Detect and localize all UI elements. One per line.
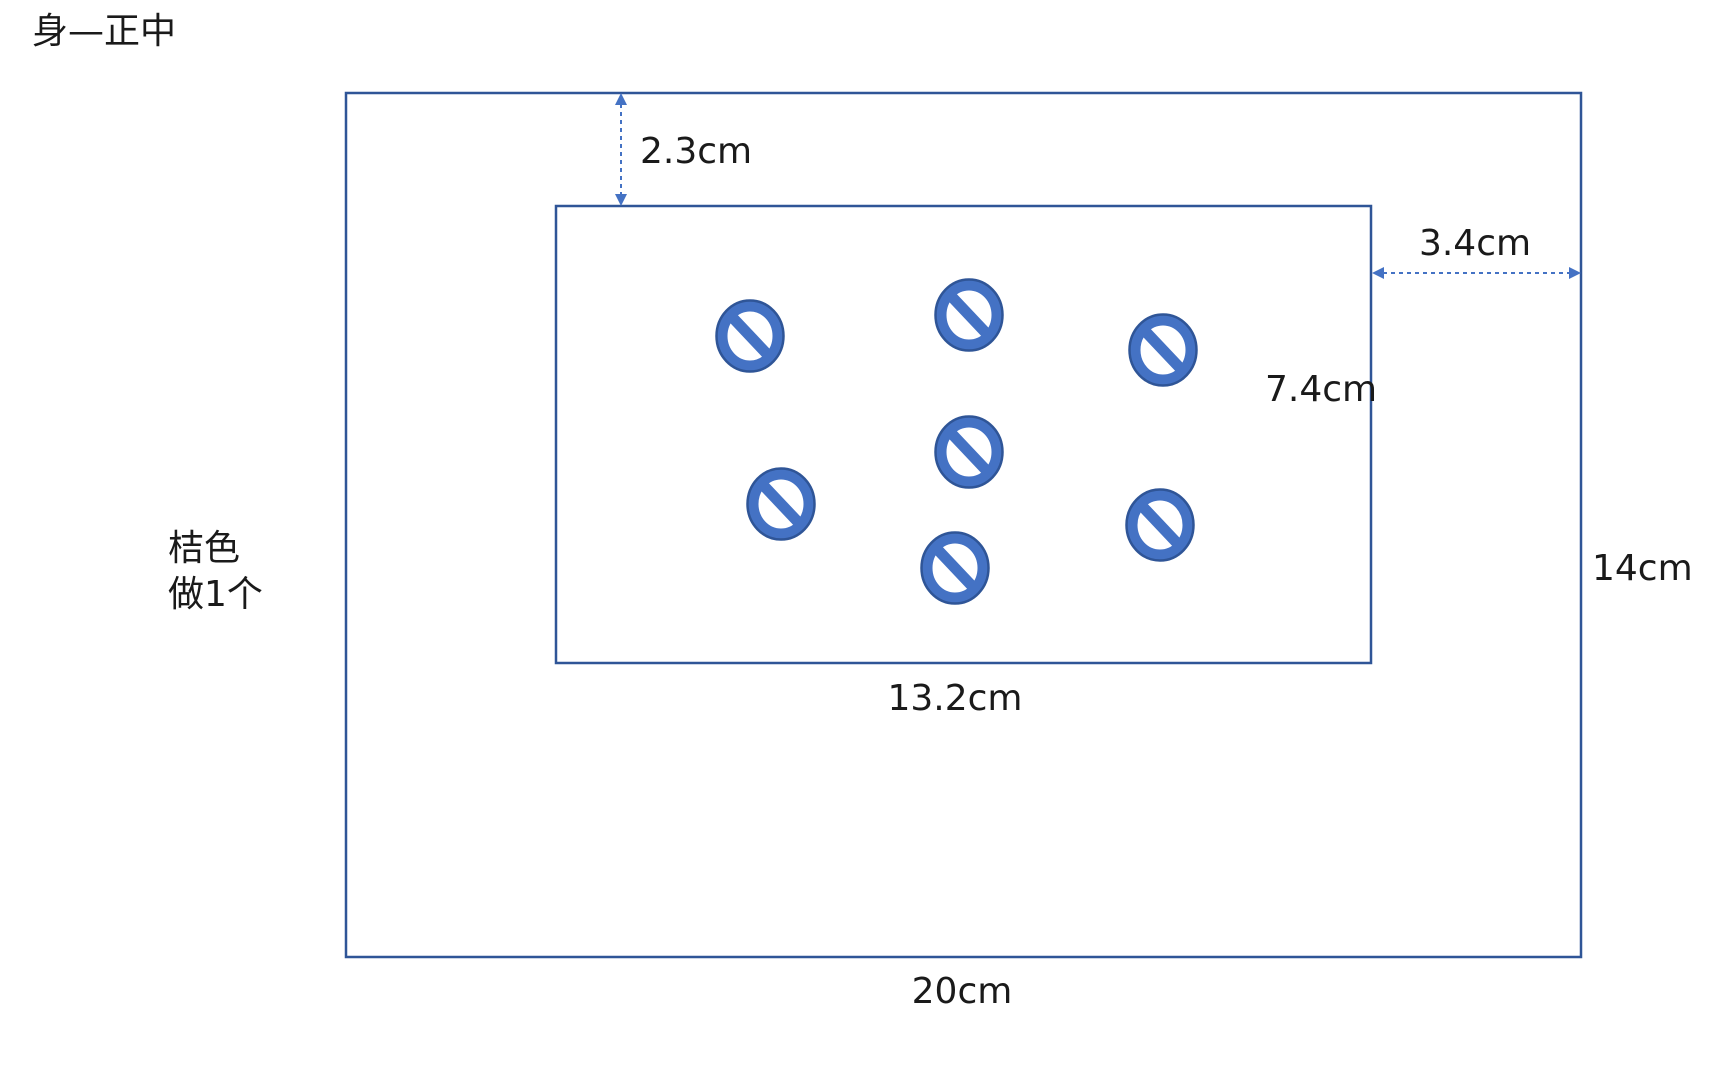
inner-width-label: 13.2cm: [887, 678, 1022, 719]
no-symbol-icon: [934, 278, 1004, 352]
diagram-title: 身—正中: [32, 11, 176, 52]
right-offset-label: 3.4cm: [1419, 223, 1531, 264]
no-symbol-icon: [746, 467, 816, 541]
no-symbol-icon: [1128, 313, 1198, 387]
inner-height-label: 7.4cm: [1265, 369, 1377, 410]
no-symbol-icon: [920, 531, 990, 605]
no-symbol-icon: [1125, 488, 1195, 562]
no-symbol-icon: [715, 299, 785, 373]
outer-height-label: 14cm: [1592, 548, 1693, 589]
inner-panel: [554, 204, 1373, 665]
no-symbol-icon: [934, 415, 1004, 489]
right-offset-dimension: [1372, 267, 1581, 279]
top-offset-label: 2.3cm: [640, 131, 752, 172]
quantity-note: 做1个: [168, 574, 263, 615]
top-offset-dimension: [615, 93, 627, 206]
color-note: 桔色: [168, 528, 240, 569]
outer-panel: [344, 91, 1583, 959]
outer-width-label: 20cm: [912, 971, 1013, 1012]
